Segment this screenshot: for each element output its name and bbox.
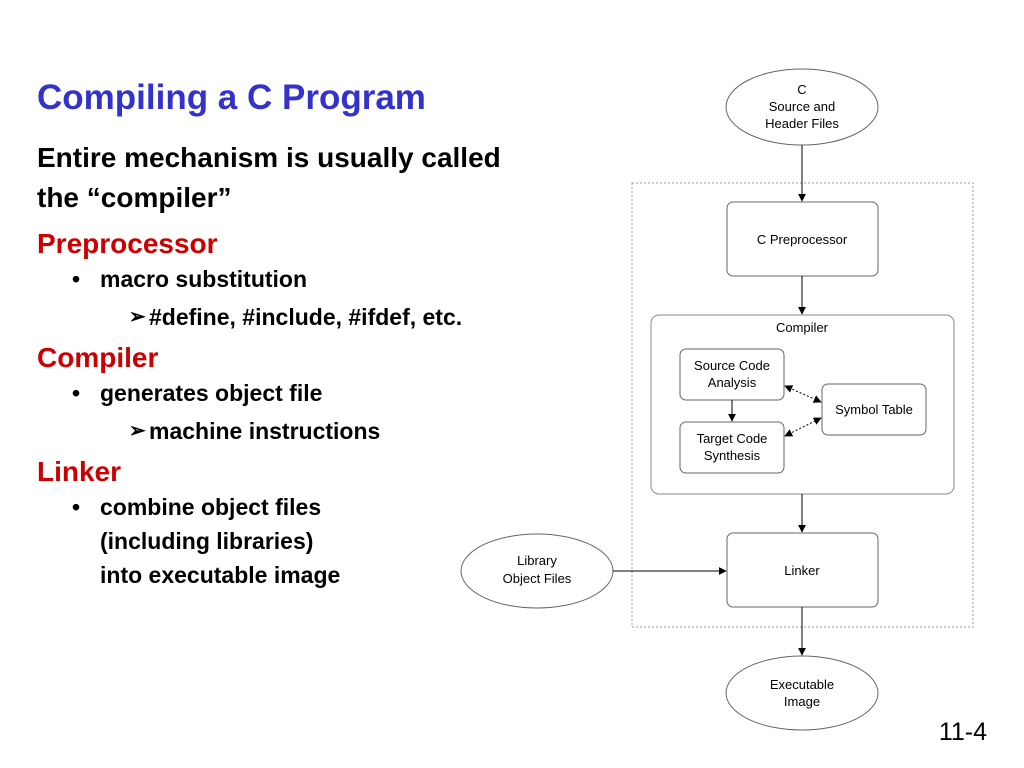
subtitle-line: the “compiler” [37, 182, 232, 213]
preprocessor-label: C Preprocessor [757, 232, 848, 247]
sub-bullet-item: ➢ machine instructions [129, 414, 637, 448]
source-files-label: Header Files [765, 116, 839, 131]
arrow-bullet-icon: ➢ [129, 420, 146, 442]
sub-bullet-text: #define, #include, #ifdef, etc. [149, 304, 463, 330]
source-analysis-label: Analysis [708, 375, 757, 390]
heading-linker: Linker [37, 456, 122, 487]
heading-preprocessor: Preprocessor [37, 228, 218, 259]
target-synthesis-label: Synthesis [704, 448, 761, 463]
bullet-text: macro substitution [100, 266, 308, 292]
compiler-group-label: Compiler [776, 320, 829, 335]
heading-compiler: Compiler [37, 342, 159, 373]
bullet-dot-icon: • [72, 266, 81, 292]
bullet-dot-icon: • [72, 494, 81, 520]
executable-image-label: Executable [770, 677, 834, 692]
sub-bullet-item: ➢ #define, #include, #ifdef, etc. [129, 300, 637, 334]
arrow-synthesis-symbol-table [784, 417, 822, 437]
toolchain-group-border [631, 182, 974, 628]
source-files-label: Source and [769, 99, 836, 114]
symbol-table-label: Symbol Table [835, 402, 913, 417]
bullet-dot-icon: • [72, 380, 81, 406]
slide-subtitle: Entire mechanism is usually called the “… [37, 138, 637, 218]
executable-image-node [725, 655, 879, 731]
page-number: 11-4 [938, 718, 987, 746]
slide-title: Compiling a C Program [37, 78, 426, 117]
executable-image-label: Image [784, 694, 820, 709]
bullet-text-line: (including libraries) [100, 528, 314, 554]
sub-bullet-text: machine instructions [149, 418, 381, 444]
bullet-item: • combine object files (including librar… [72, 490, 637, 592]
bullet-text: generates object file [100, 380, 323, 406]
linker-label: Linker [784, 563, 820, 578]
target-synthesis-node [679, 421, 785, 474]
arrow-bullet-icon: ➢ [129, 306, 146, 328]
subtitle-line: Entire mechanism is usually called [37, 142, 501, 173]
library-files-label: Object Files [503, 571, 572, 586]
arrow-analysis-symbol-table [784, 385, 822, 403]
source-analysis-label: Source Code [694, 358, 770, 373]
source-files-label: C [797, 82, 806, 97]
slide-body: Entire mechanism is usually called the “… [37, 138, 637, 594]
bullet-item: • generates object file [72, 376, 637, 410]
bullet-text-line: combine object files [100, 494, 322, 520]
symbol-table-node [821, 383, 927, 436]
target-synthesis-label: Target Code [697, 431, 768, 446]
library-files-label: Library [517, 553, 557, 568]
bullet-text-line: into executable image [100, 562, 341, 588]
bullet-item: • macro substitution [72, 262, 637, 296]
